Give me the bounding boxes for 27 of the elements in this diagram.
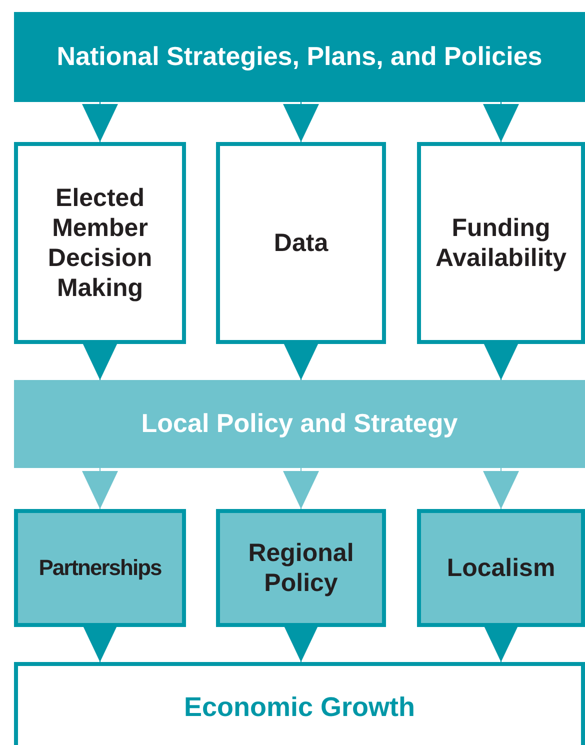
node-label: Local Policy and Strategy bbox=[141, 408, 458, 440]
node-label: Economic Growth bbox=[184, 690, 416, 724]
process-box bbox=[216, 142, 386, 344]
process-box bbox=[216, 509, 386, 627]
node-label: Regional Policy bbox=[247, 538, 355, 598]
chevron-arrow bbox=[82, 102, 118, 142]
chevron-arrow bbox=[483, 342, 519, 380]
chevron-arrow bbox=[82, 468, 118, 510]
chevron-arrow bbox=[283, 468, 319, 510]
chevron-arrow bbox=[82, 342, 118, 380]
node-label: Localism bbox=[446, 553, 556, 583]
process-box bbox=[14, 142, 186, 344]
chevron-arrow bbox=[283, 342, 319, 380]
chevron-arrow bbox=[483, 102, 519, 142]
node-label: Funding Availability bbox=[434, 213, 568, 273]
node-label: National Strategies, Plans, and Policies bbox=[56, 41, 542, 73]
node-label: Data bbox=[274, 228, 328, 258]
chevron-arrow bbox=[483, 468, 519, 510]
process-box bbox=[417, 509, 585, 627]
process-box bbox=[14, 662, 585, 745]
chevron-arrow bbox=[283, 102, 319, 142]
node-label: Partnerships bbox=[38, 554, 162, 582]
banner-band bbox=[14, 380, 585, 468]
node-label: Elected Member Decision Making bbox=[46, 183, 154, 303]
banner-band bbox=[14, 12, 585, 102]
process-box bbox=[417, 142, 585, 344]
process-box bbox=[14, 509, 186, 627]
